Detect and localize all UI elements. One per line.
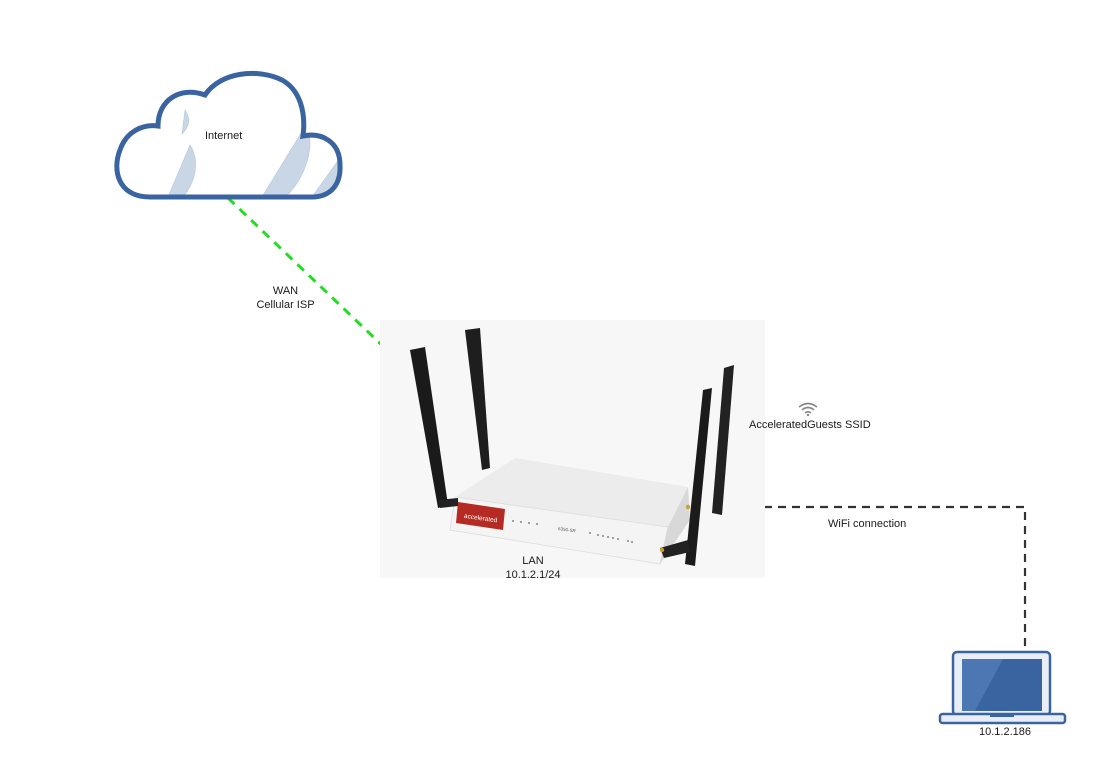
wan-link-label: WAN Cellular ISP <box>238 284 333 312</box>
laptop-icon <box>938 650 1067 725</box>
antenna <box>712 365 734 515</box>
wifi-icon <box>798 402 818 416</box>
wifi-link-line <box>722 505 1027 652</box>
wan-label-line1: WAN <box>272 285 299 297</box>
ssid-label: AcceleratedGuests SSID <box>749 419 871 431</box>
router-brand-text: accelerated <box>463 513 498 525</box>
antenna <box>410 347 448 508</box>
wifi-link-label: WiFi connection <box>828 518 907 530</box>
router-model-text: 6350-SR <box>558 526 577 534</box>
cloud-icon <box>114 70 343 200</box>
cellular-router-icon: accelerated 6350-SR <box>380 320 765 578</box>
lan-label-title: LAN <box>522 555 544 567</box>
wan-label-line2: Cellular ISP <box>256 299 315 311</box>
laptop-address: 10.1.2.186 <box>979 726 1031 738</box>
lan-label: LAN 10.1.2.1/24 <box>488 554 578 582</box>
wan-link-line <box>226 196 412 374</box>
antenna <box>685 388 712 566</box>
lan-address: 10.1.2.1/24 <box>505 569 561 581</box>
antenna <box>465 328 490 470</box>
internet-label: Internet <box>205 130 243 142</box>
